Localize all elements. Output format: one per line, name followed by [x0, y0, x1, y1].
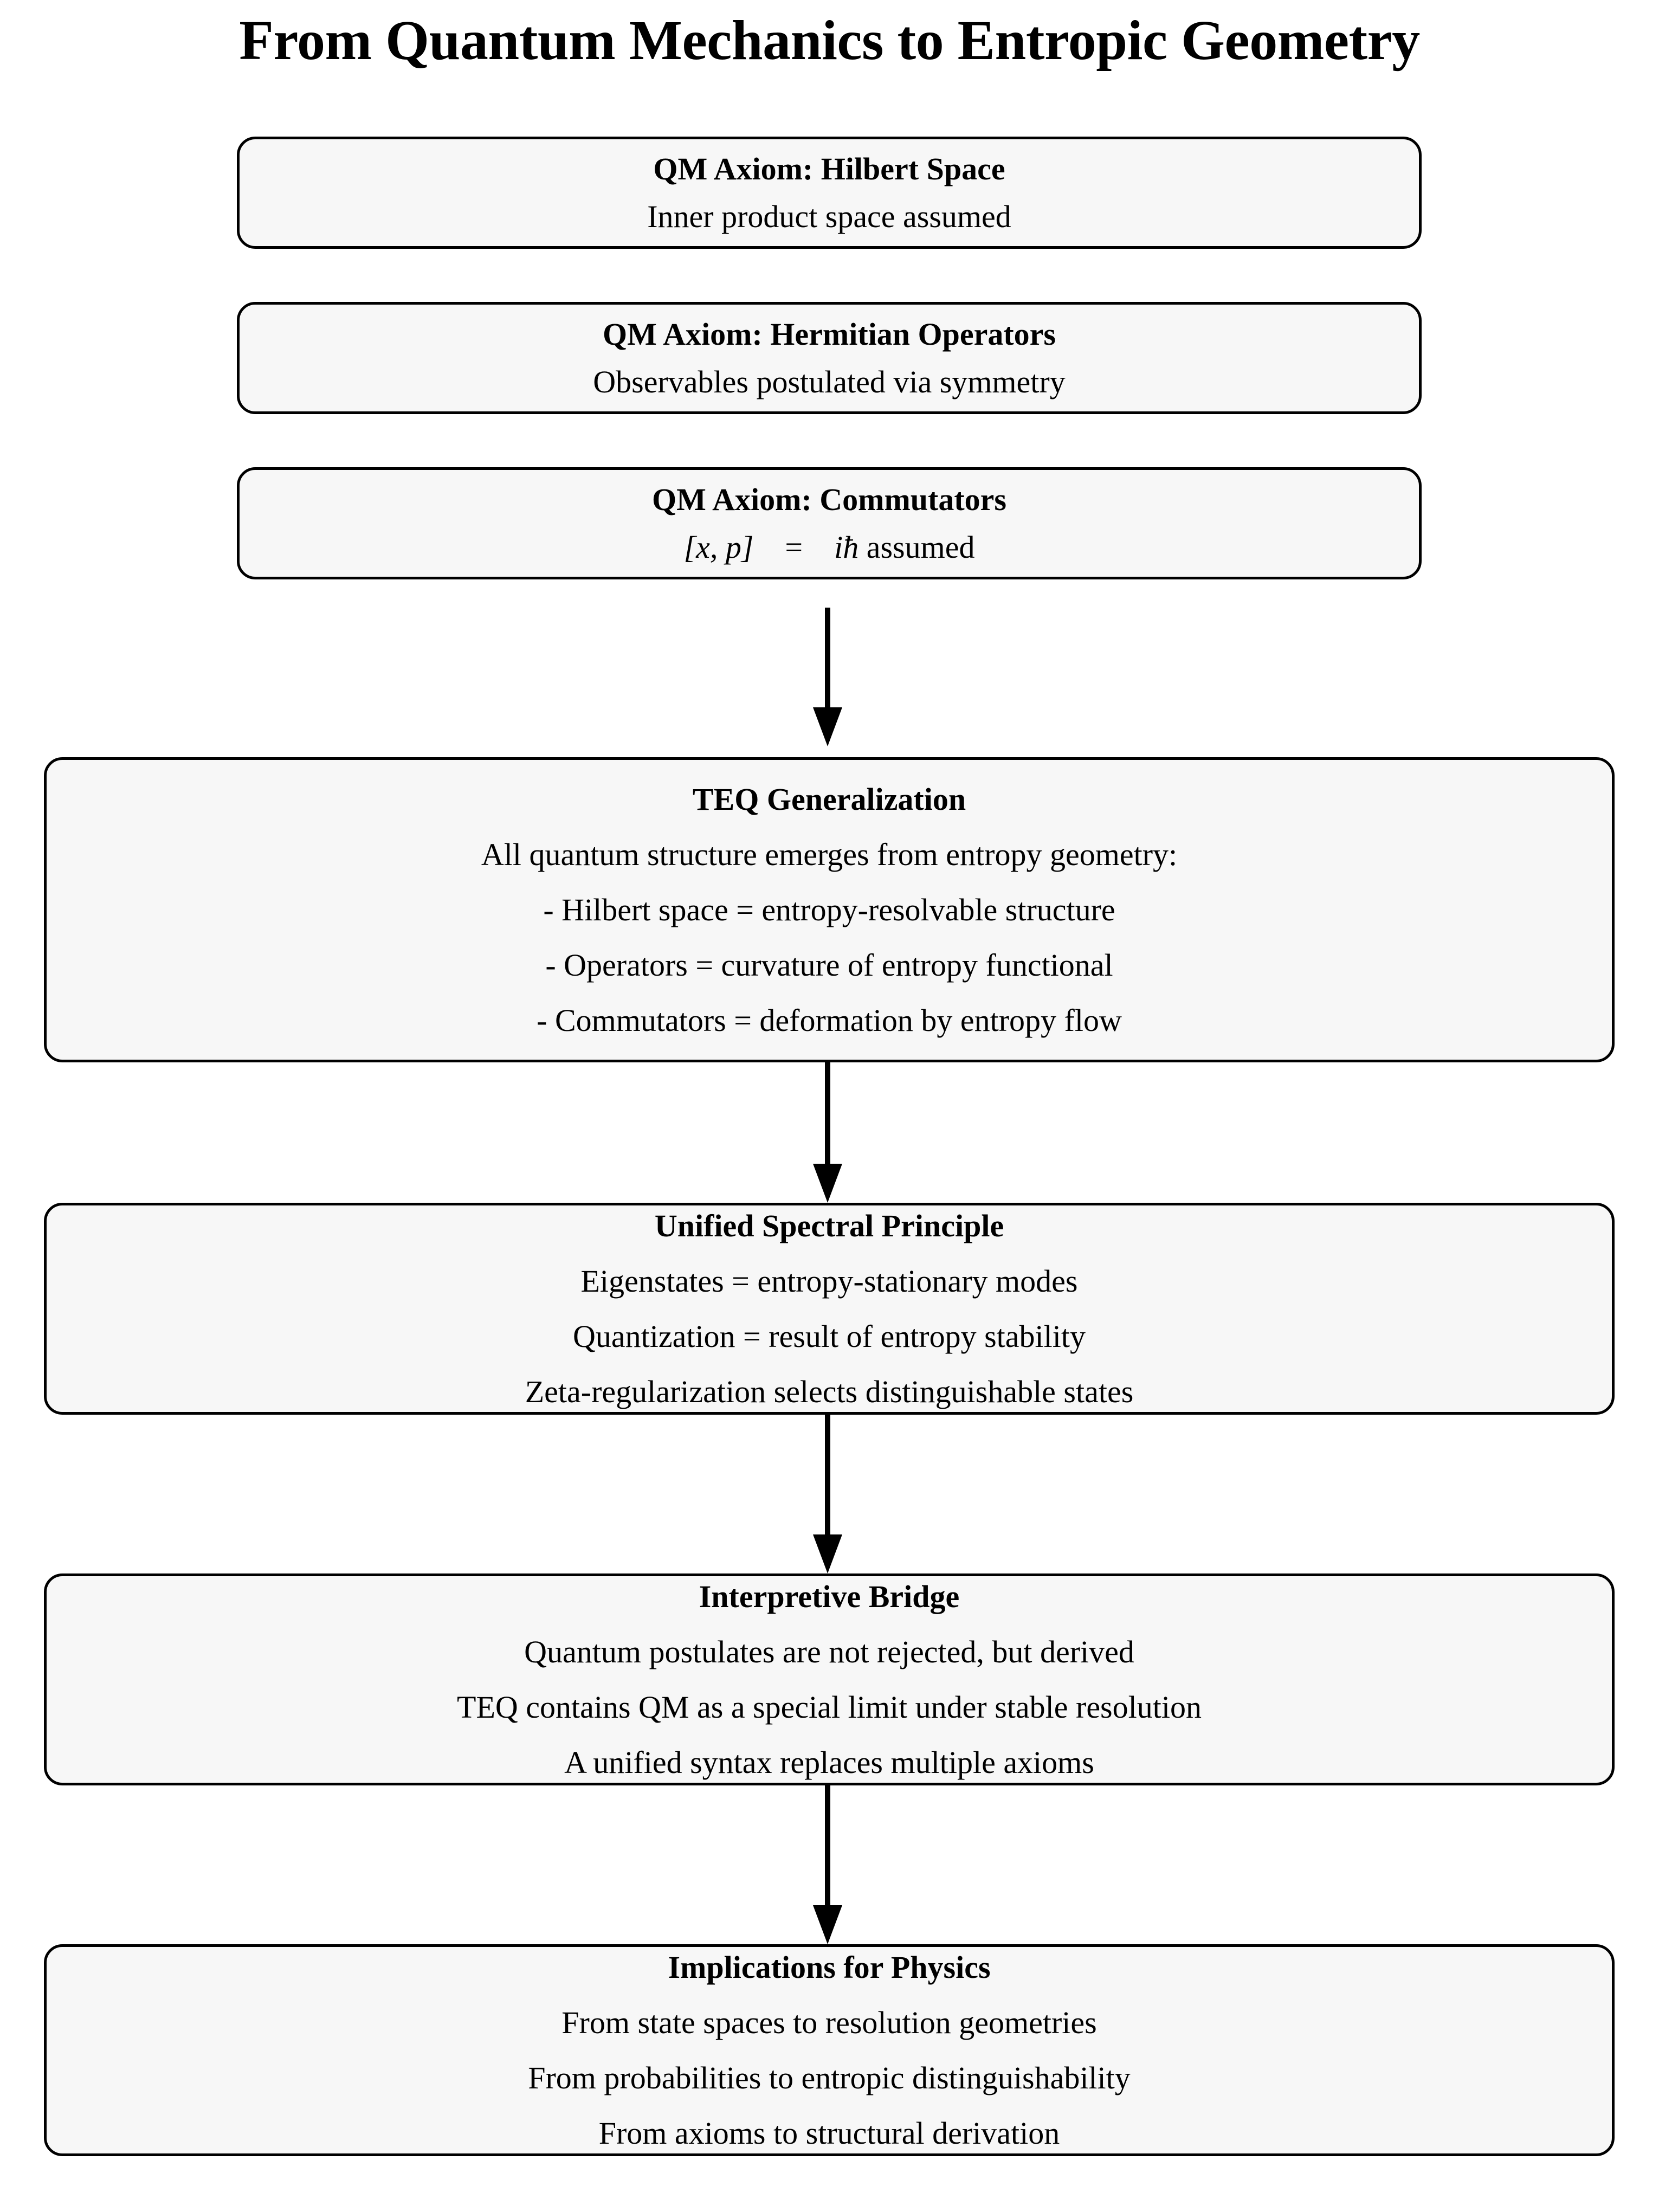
arrow-shaft: [825, 608, 830, 707]
node-body-formula: [x, p] = iħ assumed: [683, 529, 975, 565]
node-body-line: Quantum postulates are not rejected, but…: [524, 1634, 1134, 1669]
formula-gap-2: [803, 532, 834, 563]
node-body-line: TEQ contains QM as a special limit under…: [457, 1689, 1202, 1725]
arrow-shaft: [825, 1415, 830, 1534]
formula-lhs: [x, p]: [683, 529, 754, 565]
arrow-head-icon: [813, 1534, 842, 1573]
arrow-head-icon: [813, 707, 842, 746]
node-body-line: From axioms to structural derivation: [598, 2115, 1060, 2151]
node-body-line: All quantum structure emerges from entro…: [481, 836, 1178, 872]
node-body-line: Zeta-regularization selects distinguisha…: [525, 1373, 1134, 1409]
node-body-line: Observables postulated via symmetry: [593, 364, 1066, 399]
node-implications-for-physics[interactable]: Implications for Physics From state spac…: [44, 1944, 1615, 2156]
node-body-line: - Hilbert space = entropy-resolvable str…: [543, 892, 1115, 927]
formula-rhs-symbol: iħ: [834, 529, 859, 565]
node-body-line: - Operators = curvature of entropy funct…: [545, 947, 1113, 983]
node-body-line: From state spaces to resolution geometri…: [561, 2004, 1097, 2040]
formula-gap-1: [753, 532, 785, 563]
node-body-line: Inner product space assumed: [647, 198, 1011, 234]
formula-equals: =: [785, 529, 803, 565]
node-unified-spectral-principle[interactable]: Unified Spectral Principle Eigenstates =…: [44, 1203, 1615, 1415]
node-body-line: Eigenstates = entropy-stationary modes: [580, 1263, 1078, 1299]
arrow-head-icon: [813, 1164, 842, 1203]
arrow-shaft: [825, 1785, 830, 1905]
arrow-shaft: [825, 1062, 830, 1164]
node-interpretive-bridge[interactable]: Interpretive Bridge Quantum postulates a…: [44, 1573, 1615, 1785]
node-qm-axiom-hilbert-space[interactable]: QM Axiom: Hilbert Space Inner product sp…: [237, 137, 1422, 249]
node-body-line: A unified syntax replaces multiple axiom…: [564, 1744, 1094, 1780]
node-title: QM Axiom: Commutators: [651, 481, 1006, 517]
node-body-line: - Commutators = deformation by entropy f…: [537, 1002, 1122, 1038]
node-body-line: From probabilities to entropic distingui…: [528, 2060, 1131, 2095]
node-qm-axiom-hermitian-operators[interactable]: QM Axiom: Hermitian Operators Observable…: [237, 302, 1422, 414]
node-title: Implications for Physics: [668, 1949, 991, 1985]
page-title: From Quantum Mechanics to Entropic Geome…: [239, 9, 1420, 72]
node-body-line: Quantization = result of entropy stabili…: [572, 1318, 1086, 1354]
node-title: Interpretive Bridge: [699, 1578, 960, 1614]
node-title: QM Axiom: Hermitian Operators: [603, 316, 1056, 352]
node-qm-axiom-commutators[interactable]: QM Axiom: Commutators [x, p] = iħ assume…: [237, 467, 1422, 579]
arrow-head-icon: [813, 1905, 842, 1944]
node-title: TEQ Generalization: [692, 781, 966, 817]
node-title: QM Axiom: Hilbert Space: [653, 151, 1005, 186]
node-title: Unified Spectral Principle: [654, 1208, 1004, 1243]
node-teq-generalization[interactable]: TEQ Generalization All quantum structure…: [44, 757, 1615, 1062]
formula-rhs-text: assumed: [858, 529, 975, 565]
